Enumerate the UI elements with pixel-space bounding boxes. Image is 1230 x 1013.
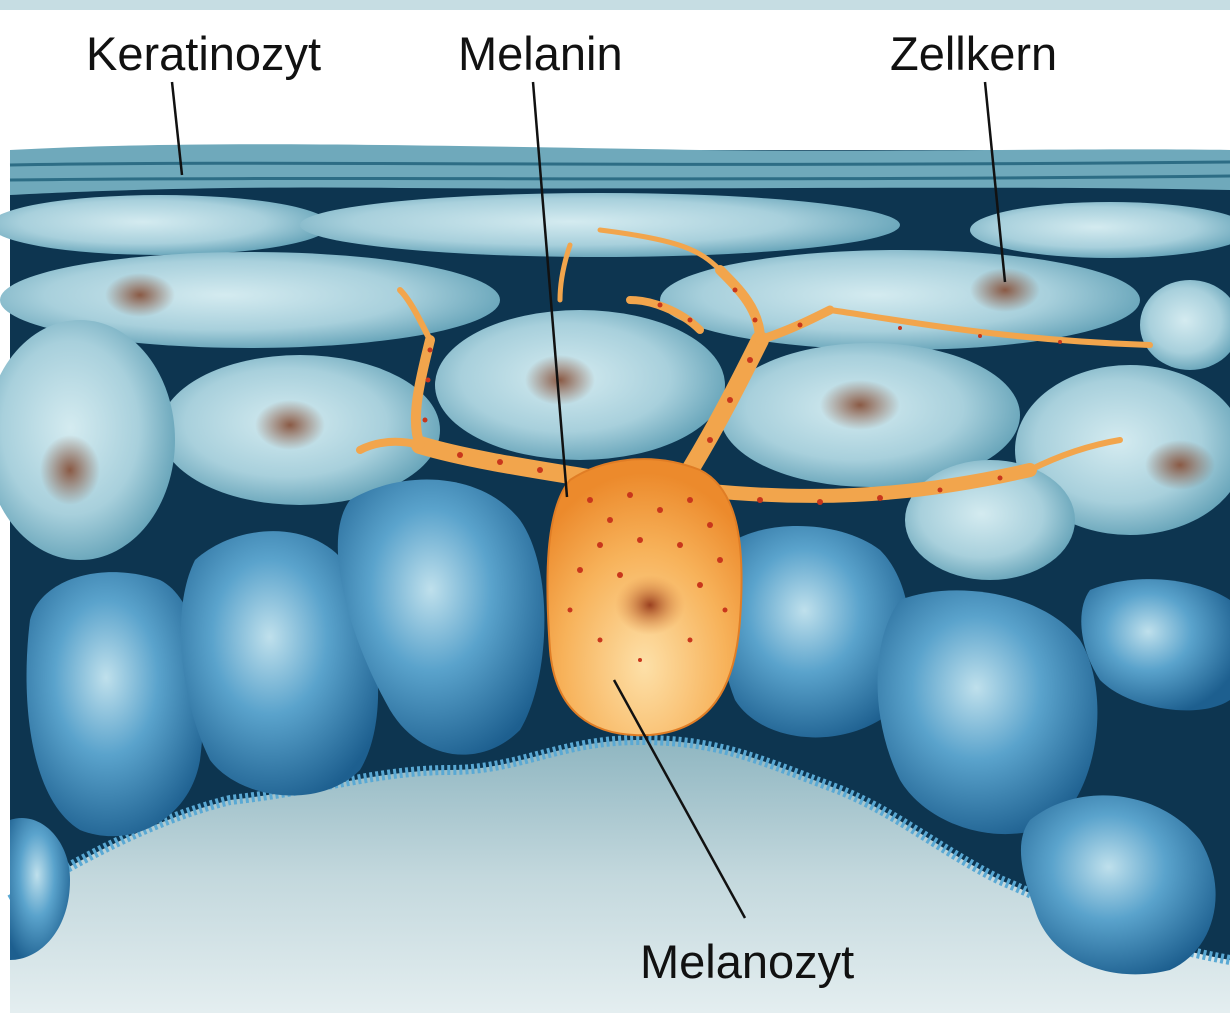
stratum-corneum [10, 144, 1230, 195]
label-melanin: Melanin [458, 30, 623, 77]
label-keratinozyt: Keratinozyt [86, 30, 321, 77]
melanocyte-nucleus [615, 575, 685, 635]
label-melanozyt: Melanozyt [640, 938, 854, 985]
label-zellkern: Zellkern [890, 30, 1057, 77]
